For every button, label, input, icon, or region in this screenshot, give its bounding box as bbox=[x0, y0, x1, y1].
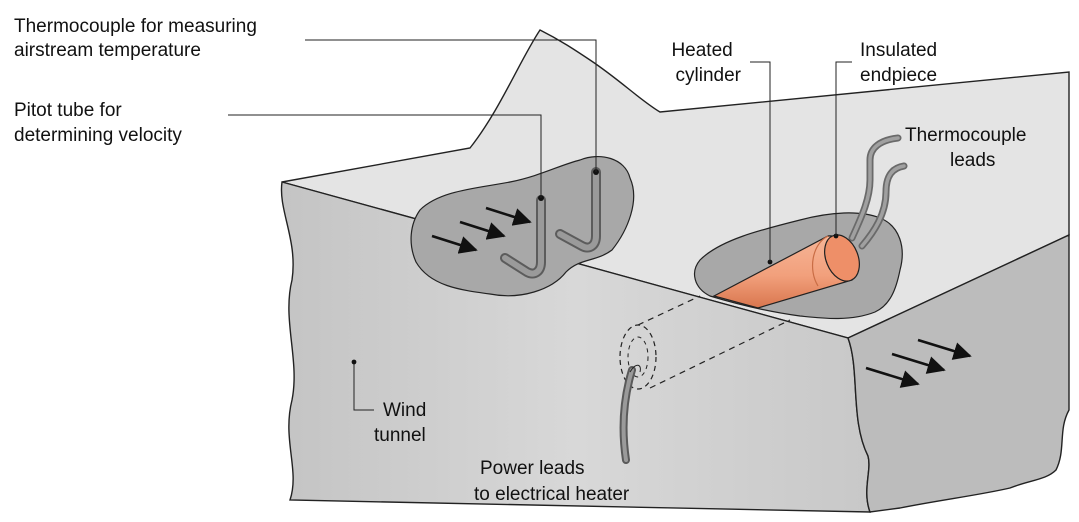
label-heated-cylinder: Heated cylinder bbox=[671, 40, 741, 86]
wind-tunnel-marker bbox=[352, 360, 357, 365]
label-thermocouple-airstream: Thermocouple for measuring airstream tem… bbox=[14, 16, 262, 61]
label-pitot-tube: Pitot tube for determining velocity bbox=[14, 100, 182, 146]
label-insulated-endpiece: Insulated endpiece bbox=[860, 40, 942, 86]
